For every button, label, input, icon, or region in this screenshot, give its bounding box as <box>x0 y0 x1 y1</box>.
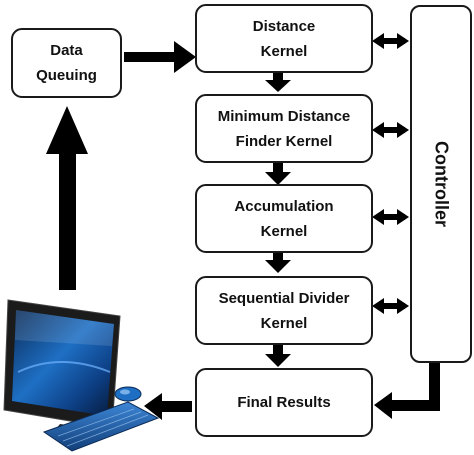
accumulation-kernel-box: Accumulation Kernel <box>195 184 373 253</box>
min-distance-label-line2: Finder Kernel <box>235 132 333 150</box>
accumulation-controller-double-arrow <box>372 209 409 225</box>
min-controller-double-arrow <box>372 122 409 138</box>
sequential-divider-kernel-box: Sequential Divider Kernel <box>195 276 373 345</box>
min-to-accumulation-arrow <box>265 163 291 185</box>
distance-kernel-label-line2: Kernel <box>260 42 308 60</box>
divider-controller-double-arrow <box>372 298 409 314</box>
distance-to-min-arrow <box>265 73 291 92</box>
divider-to-results-arrow <box>265 345 291 367</box>
accumulation-label-line2: Kernel <box>260 222 308 240</box>
accumulation-to-divider-arrow <box>265 253 291 273</box>
sequential-divider-label-line1: Sequential Divider <box>218 289 350 307</box>
distance-controller-double-arrow <box>372 33 409 49</box>
distance-kernel-box: Distance Kernel <box>195 4 373 73</box>
controller-to-results-arrow <box>374 363 440 419</box>
sequential-divider-label-line2: Kernel <box>260 314 308 332</box>
min-distance-label-line1: Minimum Distance <box>217 107 351 125</box>
results-to-computer-arrow <box>144 393 192 420</box>
final-results-label: Final Results <box>237 394 331 411</box>
controller-box <box>410 5 472 363</box>
min-distance-finder-kernel-box: Minimum Distance Finder Kernel <box>195 94 373 163</box>
data-queuing-box: Data Queuing <box>11 28 122 98</box>
accumulation-label-line1: Accumulation <box>234 197 334 215</box>
final-results-box: Final Results <box>195 368 373 437</box>
controller-label: Controller <box>431 140 452 228</box>
data-queuing-label-line2: Queuing <box>36 67 97 84</box>
data-queuing-label-line1: Data <box>50 42 83 59</box>
distance-kernel-label-line1: Distance <box>252 17 316 35</box>
computer-to-queue-arrow <box>46 106 88 290</box>
desktop-computer-icon <box>3 299 160 452</box>
queue-to-distance-arrow <box>124 41 196 73</box>
